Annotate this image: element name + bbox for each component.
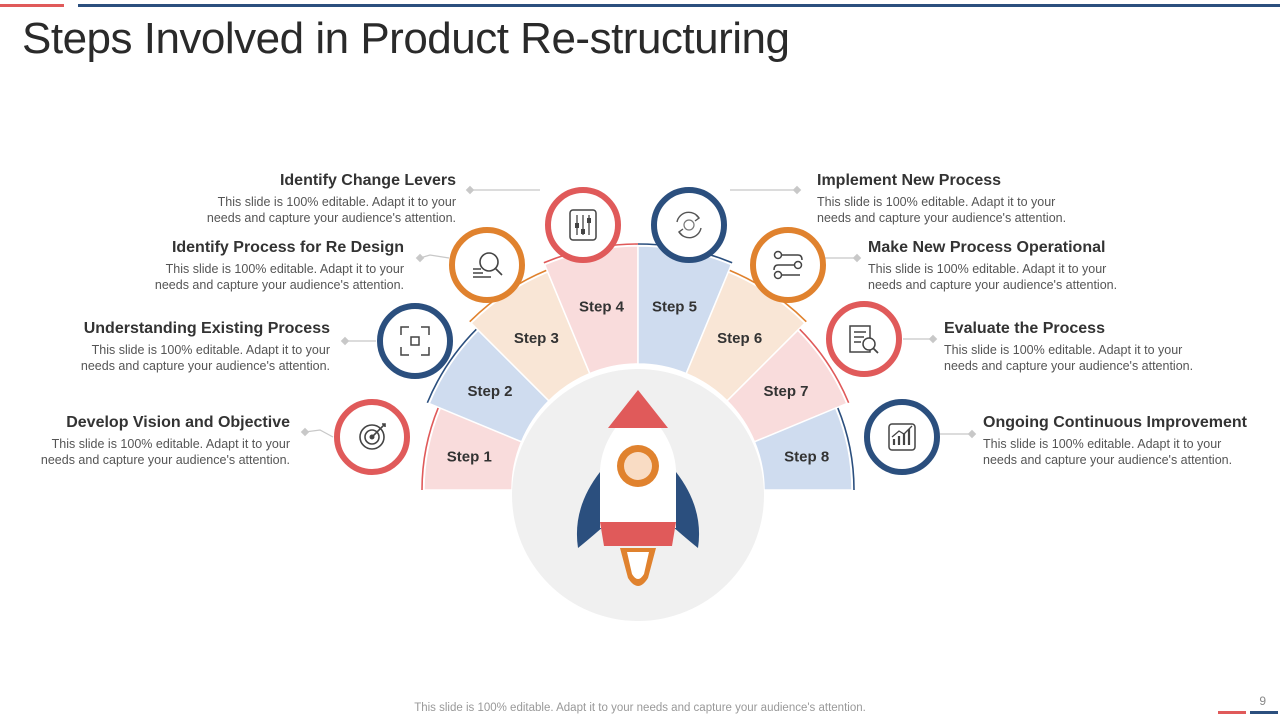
step-description: This slide is 100% editable. Adapt it to… xyxy=(154,262,404,292)
connector-line xyxy=(304,429,334,438)
rocket-band xyxy=(600,522,676,546)
step-badge xyxy=(826,301,902,377)
rocket-graphic xyxy=(512,369,764,621)
connector-line xyxy=(419,254,450,259)
rocket-fin-right xyxy=(672,472,700,548)
rocket-window xyxy=(624,452,652,480)
step-heading: Implement New Process xyxy=(817,172,1002,189)
step-labels: Step 1 Step 2 Step 3 Step 4 Step 5 Step 6 Step… xyxy=(447,299,829,466)
workflow-icon xyxy=(773,250,803,280)
connector-diamond xyxy=(928,334,938,344)
step-badge xyxy=(334,399,410,475)
refresh-icon xyxy=(676,211,702,239)
step-description: This slide is 100% editable. Adapt it to… xyxy=(944,343,1194,373)
step-heading: Identify Process for Re Design xyxy=(171,239,404,256)
connector-diamond xyxy=(300,427,310,437)
step-badge xyxy=(750,227,826,303)
step-label: Step 7 xyxy=(763,383,808,400)
step-description: This slide is 100% editable. Adapt it to… xyxy=(40,437,290,467)
step-description: This slide is 100% editable. Adapt it to… xyxy=(983,437,1233,467)
step-label: Step 4 xyxy=(579,299,625,316)
sliders-icon xyxy=(569,209,597,241)
connector-diamond xyxy=(792,185,802,195)
step-badge xyxy=(449,227,525,303)
footer-accent-red xyxy=(1218,711,1246,714)
step-arc xyxy=(421,407,440,491)
step-label: Step 1 xyxy=(447,448,492,465)
top-accent-blue xyxy=(78,4,1280,7)
magnifier-icon xyxy=(473,252,503,278)
step-badge xyxy=(651,187,727,263)
step-badge xyxy=(545,187,621,263)
process-cycle-icon xyxy=(400,326,430,356)
footer-note: This slide is 100% editable. Adapt it to… xyxy=(414,702,866,714)
step-sector xyxy=(753,407,853,491)
footer-accent-blue xyxy=(1250,711,1278,714)
page-title: Steps Involved in Product Re-structuring xyxy=(22,14,790,63)
step-label: Step 3 xyxy=(514,330,559,347)
step-heading: Ongoing Continuous Improvement xyxy=(983,414,1247,431)
step-sector xyxy=(685,270,806,402)
step-sector xyxy=(726,329,848,443)
step-sector xyxy=(637,245,733,375)
badge-ring xyxy=(826,301,902,377)
connector-diamond xyxy=(465,185,475,195)
connector-diamond xyxy=(340,336,350,346)
step-description: This slide is 100% editable. Adapt it to… xyxy=(868,262,1118,292)
step-heading: Develop Vision and Objective xyxy=(66,414,290,431)
badge-ring xyxy=(651,187,727,263)
report-search-icon xyxy=(849,325,879,354)
step-arc xyxy=(426,328,478,404)
step-badge xyxy=(377,303,453,379)
top-accent-red xyxy=(0,4,64,7)
connector-diamond xyxy=(852,253,862,263)
connector-diamond xyxy=(415,253,425,263)
step-arc xyxy=(836,407,855,491)
step-arc xyxy=(798,328,850,404)
step-heading: Understanding Existing Process xyxy=(83,320,330,337)
step-badge xyxy=(864,399,940,475)
target-icon xyxy=(359,423,386,450)
badge-ring xyxy=(449,227,525,303)
page-number: 9 xyxy=(1259,694,1266,708)
step-sectors xyxy=(423,245,853,491)
step-heading: Evaluate the Process xyxy=(944,320,1105,337)
rocket-fin-left xyxy=(576,472,604,548)
step-label: Step 5 xyxy=(652,299,697,316)
step-heading: Make New Process Operational xyxy=(868,239,1106,256)
step-label: Step 6 xyxy=(717,330,762,347)
step-label: Step 2 xyxy=(467,383,512,400)
badge-ring xyxy=(377,303,453,379)
step-description: This slide is 100% editable. Adapt it to… xyxy=(80,343,330,373)
badge-ring xyxy=(864,399,940,475)
step-badges xyxy=(334,187,940,475)
growth-chart-icon xyxy=(888,423,916,451)
rocket-flame-inner xyxy=(627,552,649,579)
connector-diamond xyxy=(967,429,977,439)
step-description: This slide is 100% editable. Adapt it to… xyxy=(817,195,1067,225)
step-heading: Identify Change Levers xyxy=(279,172,456,189)
step-description: This slide is 100% editable. Adapt it to… xyxy=(206,195,456,225)
step-label: Step 8 xyxy=(784,448,829,465)
rocket-nose xyxy=(608,390,668,428)
